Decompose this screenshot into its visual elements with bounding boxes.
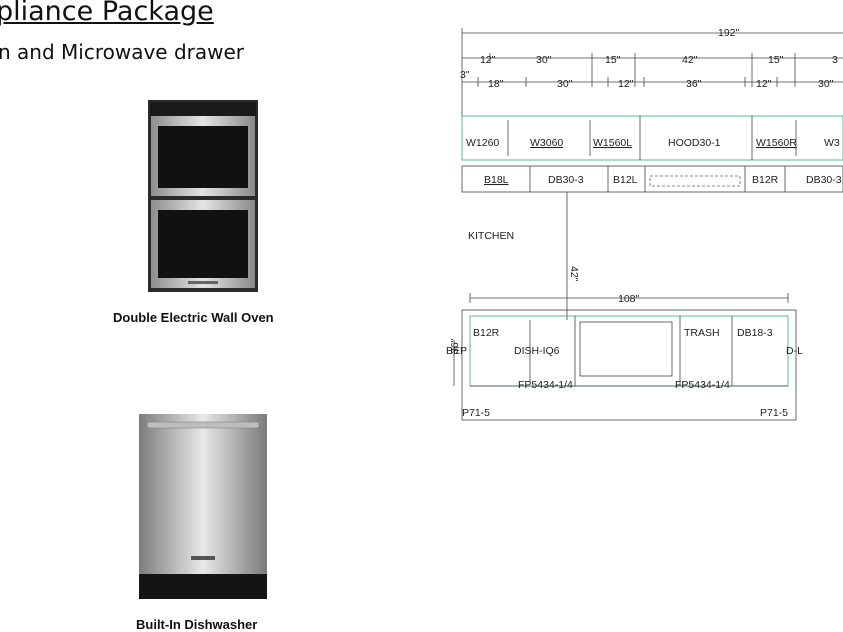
island-depth-dim: 36" — [449, 338, 461, 354]
upper-dim-2: 30" — [536, 54, 552, 66]
wall-cabinet-2: W3060 — [530, 137, 563, 149]
island-unit-1: B12R — [473, 327, 500, 339]
panel-1: FP5434-1/4 — [518, 379, 573, 391]
upper-dim-3: 15" — [605, 54, 621, 66]
post-1: P71-5 — [462, 407, 490, 419]
page-subtitle: n and Microwave drawer — [0, 40, 245, 64]
lower-dim-4: 36" — [686, 78, 702, 90]
side-dim: 3" — [460, 69, 470, 81]
kitchen-floor-plan: 192" 12" 30" 15" 42" 15" 3 3" 18" 30" 12… — [446, 27, 843, 421]
island-unit-2: DISH-IQ6 — [514, 345, 560, 357]
lower-dim-1: 18" — [488, 78, 504, 90]
wall-cabinet-1: W1260 — [466, 137, 499, 149]
dishwasher-caption: Built-In Dishwasher — [136, 617, 258, 632]
island-width-dim: 108" — [618, 293, 640, 305]
lower-dim-2: 30" — [557, 78, 573, 90]
lower-dim-5: 12" — [756, 78, 772, 90]
base-cabinet-1: B18L — [484, 174, 509, 186]
wall-cabinet-3: W1560L — [593, 137, 632, 149]
upper-dim-5: 15" — [768, 54, 784, 66]
upper-dim-1: 12" — [480, 54, 496, 66]
upper-dim-4: 42" — [682, 54, 698, 66]
page-title: pliance Package — [0, 0, 214, 27]
wall-cabinet-4: HOOD30-1 — [668, 137, 721, 149]
oven-caption: Double Electric Wall Oven — [113, 310, 274, 325]
double-wall-oven-icon — [148, 100, 258, 292]
base-cabinet-2: DB30-3 — [548, 174, 584, 186]
island-unit-3: TRASH — [684, 327, 720, 339]
wall-cabinet-5: W1560R — [756, 137, 797, 149]
base-cabinet-3: B12L — [613, 174, 638, 186]
panel-2: FP5434-1/4 — [675, 379, 730, 391]
lower-dim-3: 12" — [618, 78, 634, 90]
base-cabinet-5: DB30-3 — [806, 174, 842, 186]
base-cabinet-4: B12R — [752, 174, 779, 186]
wall-cabinet-6: W3 — [824, 137, 840, 149]
gap-dim: 42" — [568, 266, 580, 282]
overall-width-dim: 192" — [718, 27, 740, 39]
island-right-label: D-L — [786, 345, 803, 357]
lower-dim-6: 30" — [818, 78, 834, 90]
upper-dim-6: 3 — [832, 54, 838, 66]
island-unit-4: DB18-3 — [737, 327, 773, 339]
island-left-label: BEP — [446, 345, 467, 357]
post-2: P71-5 — [760, 407, 788, 419]
dishwasher-icon — [139, 414, 267, 599]
room-label: KITCHEN — [468, 230, 514, 242]
